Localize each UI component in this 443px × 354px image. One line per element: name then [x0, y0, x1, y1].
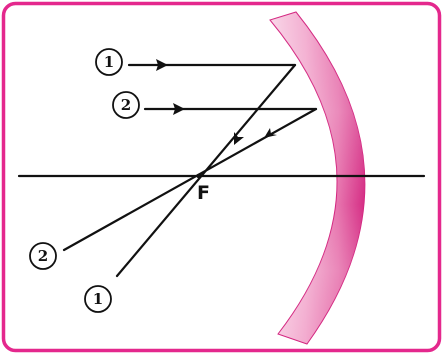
ray-label-2-top: 2	[113, 92, 139, 118]
ray-label-2-bottom: 2	[30, 243, 56, 269]
svg-text:1: 1	[93, 290, 103, 308]
ray-label-1-top: 1	[96, 49, 122, 75]
focus-label: F	[197, 182, 210, 204]
svg-text:1: 1	[104, 53, 114, 71]
svg-text:2: 2	[121, 96, 131, 114]
ray-label-1-bottom: 1	[85, 286, 111, 312]
focus-marker	[197, 174, 202, 179]
svg-text:2: 2	[38, 247, 48, 265]
